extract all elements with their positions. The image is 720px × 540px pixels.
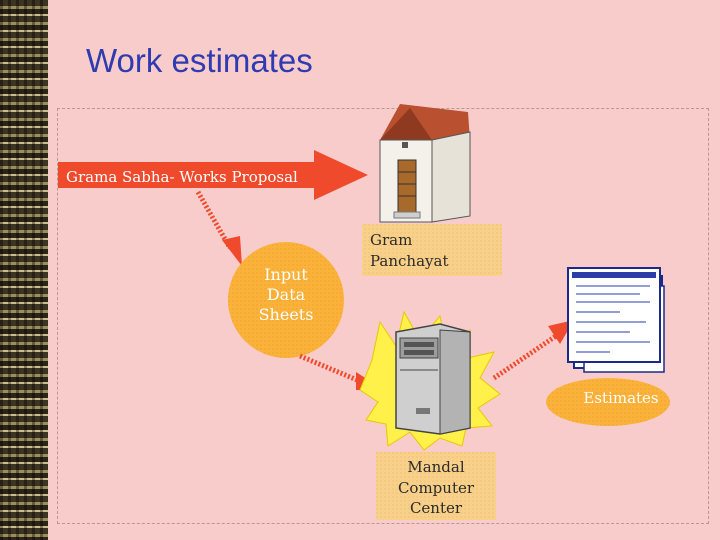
proposal-arrow: Grama Sabha- Works Proposal xyxy=(58,150,368,200)
diagram-frame xyxy=(57,108,709,524)
estimates-label: Estimates xyxy=(583,389,658,407)
input-line-3: Sheets xyxy=(259,305,314,324)
page-title: Work estimates xyxy=(86,42,313,79)
proposal-label: Grama Sabha- Works Proposal xyxy=(66,168,298,186)
arrow-to-input xyxy=(195,190,242,266)
mandal-line-3: Center xyxy=(410,499,463,517)
input-line-1: Input xyxy=(264,265,308,284)
mandal-computer-center-label: Mandal Computer Center xyxy=(376,452,496,520)
gram-line-1: Gram xyxy=(370,231,412,249)
gram-line-2: Panchayat xyxy=(370,252,448,270)
decorative-border xyxy=(0,0,48,540)
input-line-2: Data xyxy=(267,285,306,304)
arrow-to-estimates xyxy=(492,320,574,381)
estimates-node: Estimates xyxy=(546,378,670,426)
input-data-sheets-node: Input Data Sheets xyxy=(228,242,344,358)
house-icon xyxy=(379,104,471,223)
mandal-line-2: Computer xyxy=(398,479,475,497)
gram-panchayat-label: Gram Panchayat xyxy=(362,224,502,276)
mandal-line-1: Mandal xyxy=(407,458,465,476)
document-stack-icon xyxy=(567,267,665,373)
computer-icon xyxy=(359,310,501,451)
